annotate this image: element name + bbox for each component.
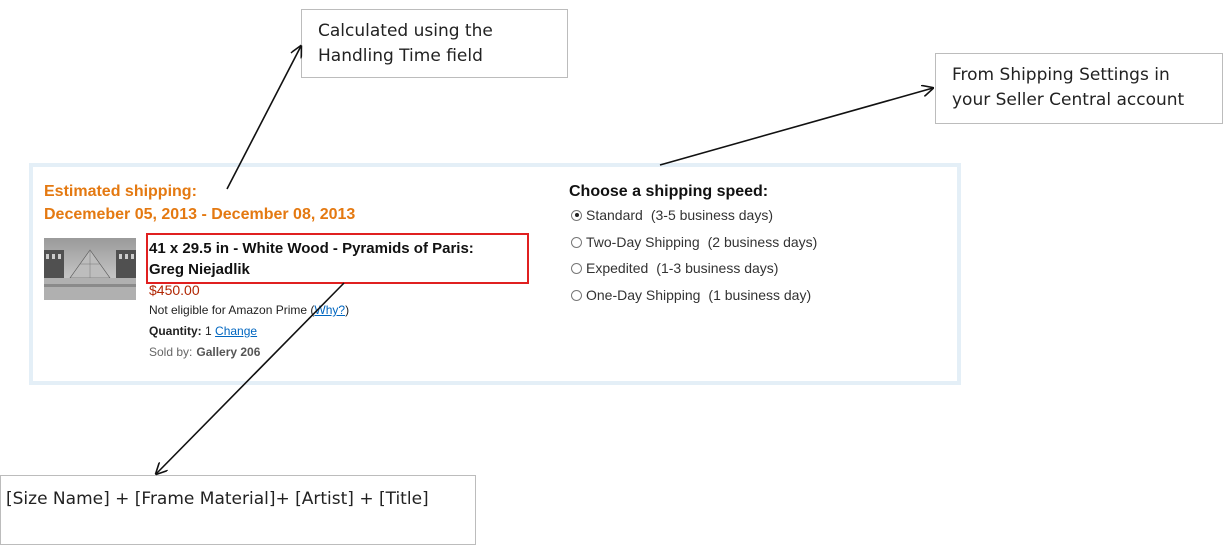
estimated-shipping-label: Estimated shipping: bbox=[44, 183, 197, 200]
quantity-label: Quantity: bbox=[149, 324, 202, 338]
option-days: (3-5 business days) bbox=[650, 207, 773, 223]
radio-unselected-icon[interactable] bbox=[571, 236, 582, 248]
option-days: (1-3 business days) bbox=[656, 260, 779, 276]
sold-by-row: Sold by:Gallery 206 bbox=[149, 345, 260, 359]
sold-by-label: Sold by: bbox=[149, 345, 193, 359]
callout-text: [Size Name] + [Frame Material]+ [Artist]… bbox=[6, 489, 429, 509]
option-name: Expedited bbox=[586, 260, 649, 276]
change-quantity-link[interactable]: Change bbox=[215, 324, 258, 338]
prime-close: ) bbox=[345, 303, 350, 317]
arrow-icon bbox=[659, 88, 933, 166]
why-link[interactable]: Why? bbox=[314, 303, 346, 317]
shipping-speed-heading: Choose a shipping speed: bbox=[569, 183, 769, 200]
option-days: (2 business days) bbox=[707, 234, 818, 250]
option-days: (1 business day) bbox=[708, 287, 812, 303]
quantity-value: 1 bbox=[205, 324, 212, 338]
shipping-option-two-day[interactable]: Two-Day Shipping (2 business days) bbox=[571, 234, 817, 250]
option-name: Two-Day Shipping bbox=[586, 234, 700, 250]
item-title-line-1: 41 x 29.5 in - White Wood - Pyramids of … bbox=[149, 240, 474, 257]
callout-handling-time: Calculated using the Handling Time field bbox=[301, 9, 568, 78]
item-title-line-2: Greg Niejadlik bbox=[149, 261, 250, 278]
callout-text: Handling Time field bbox=[318, 46, 483, 66]
callout-title-formula: [Size Name] + [Frame Material]+ [Artist]… bbox=[0, 475, 476, 545]
radio-unselected-icon[interactable] bbox=[571, 289, 582, 301]
radio-unselected-icon[interactable] bbox=[571, 262, 582, 274]
prime-text: Not eligible for Amazon Prime ( bbox=[149, 303, 315, 317]
callout-shipping-settings: From Shipping Settings in your Seller Ce… bbox=[935, 53, 1223, 124]
quantity-row: Quantity: 1 Change bbox=[149, 324, 257, 338]
product-thumbnail[interactable] bbox=[44, 238, 136, 300]
callout-text: From Shipping Settings in bbox=[952, 65, 1170, 85]
shipping-option-standard[interactable]: Standard (3-5 business days) bbox=[571, 207, 773, 223]
option-name: One-Day Shipping bbox=[586, 287, 701, 303]
shipping-option-one-day[interactable]: One-Day Shipping (1 business day) bbox=[571, 287, 811, 303]
callout-text: your Seller Central account bbox=[952, 90, 1185, 110]
option-name: Standard bbox=[586, 207, 643, 223]
callout-text: Calculated using the bbox=[318, 21, 493, 41]
prime-eligibility: Not eligible for Amazon Prime (Why?) bbox=[149, 303, 349, 317]
estimated-shipping-dates: Decemeber 05, 2013 - December 08, 2013 bbox=[44, 206, 356, 223]
item-price: $450.00 bbox=[149, 282, 200, 298]
shipping-option-expedited[interactable]: Expedited (1-3 business days) bbox=[571, 260, 778, 276]
radio-selected-icon[interactable] bbox=[571, 209, 582, 221]
seller-name: Gallery 206 bbox=[196, 345, 261, 359]
